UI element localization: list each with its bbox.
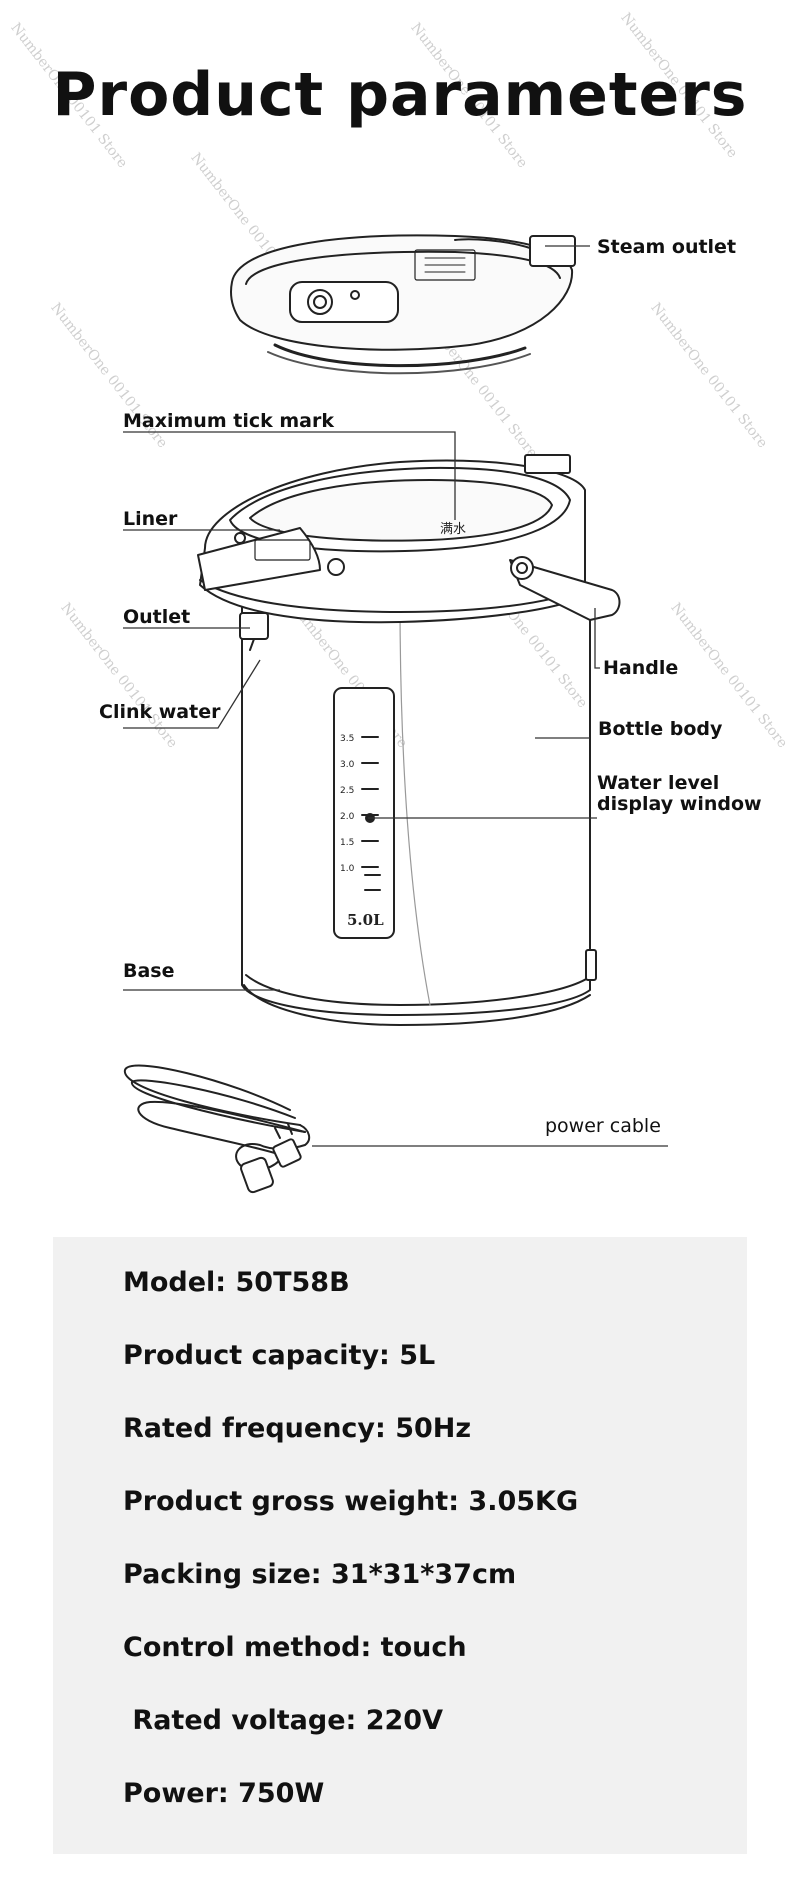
full-water-mark: 满水 xyxy=(440,522,466,537)
lid-drawing xyxy=(230,234,576,375)
kettle-diagram: 3.5 3.0 2.5 2.0 1.5 1.0 满水 5.0L xyxy=(123,234,668,1194)
spec-panel: Model: 50T58B Product capacity: 5L Rated… xyxy=(53,1237,747,1854)
tick-label: 1.0 xyxy=(340,864,355,874)
tick-label: 3.5 xyxy=(340,734,354,744)
label-water-level-1: Water level xyxy=(597,772,720,794)
label-outlet: Outlet xyxy=(123,606,191,628)
label-water-level-2: display window xyxy=(597,793,762,815)
label-steam-outlet: Steam outlet xyxy=(597,236,737,258)
spec-weight: Product gross weight: 3.05KG xyxy=(123,1486,579,1517)
spec-control-method: Control method: touch xyxy=(123,1632,467,1663)
label-bottle-body: Bottle body xyxy=(598,718,723,740)
page-title: Product parameters xyxy=(52,60,748,130)
label-liner: Liner xyxy=(123,508,178,530)
spec-model: Model: 50T58B xyxy=(123,1267,350,1298)
spec-voltage: Rated voltage: 220V xyxy=(123,1705,443,1736)
tick-label: 3.0 xyxy=(340,760,355,770)
label-clink-water: Clink water xyxy=(99,701,221,723)
body-drawing: 3.5 3.0 2.5 2.0 1.5 1.0 xyxy=(197,454,621,1026)
tick-label: 1.5 xyxy=(340,838,354,848)
label-max-tick-mark: Maximum tick mark xyxy=(123,410,334,432)
tick-label: 2.5 xyxy=(340,786,354,796)
spec-frequency: Rated frequency: 50Hz xyxy=(123,1413,472,1444)
capacity-mark: 5.0L xyxy=(347,911,384,929)
tick-label: 2.0 xyxy=(340,812,355,822)
power-cable-drawing xyxy=(123,1064,311,1194)
label-power-cable: power cable xyxy=(545,1115,661,1137)
spec-packing-size: Packing size: 31*31*37cm xyxy=(123,1559,517,1590)
water-level-ticks: 3.5 3.0 2.5 2.0 1.5 1.0 xyxy=(340,734,379,874)
spec-power: Power: 750W xyxy=(123,1778,325,1809)
label-base: Base xyxy=(123,960,175,982)
label-handle: Handle xyxy=(603,657,679,679)
spec-capacity: Product capacity: 5L xyxy=(123,1340,436,1371)
